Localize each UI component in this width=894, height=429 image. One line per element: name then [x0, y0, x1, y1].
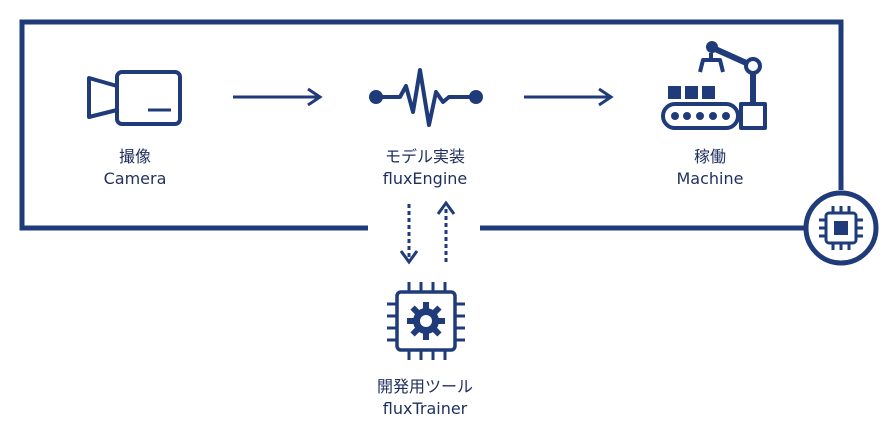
camera-label-en: Camera: [103, 169, 167, 188]
engine-label-en: fluxEngine: [382, 169, 468, 188]
video-camera-icon: [87, 70, 182, 126]
engine-label-jp: モデル実装: [384, 147, 465, 166]
trainer-label-en: fluxTrainer: [382, 399, 468, 418]
machine-label-en: Machine: [676, 169, 744, 188]
trainer-label-jp: 開発用ツール: [376, 377, 473, 396]
arrow-camera-to-engine: [233, 87, 323, 107]
engine-label: モデル実装 fluxEngine: [350, 146, 500, 190]
loop-frame: [19, 19, 844, 231]
machine-label: 稼働 Machine: [645, 146, 775, 190]
arrow-trainer-to-engine: [436, 200, 456, 262]
arrow-engine-to-trainer: [399, 204, 419, 265]
waveform-icon: [369, 68, 483, 127]
camera-label: 撮像 Camera: [70, 146, 200, 190]
frame-left-segment: [19, 19, 844, 231]
arrow-engine-to-machine: [524, 87, 614, 107]
trainer-label: 開発用ツール fluxTrainer: [350, 376, 500, 420]
gear-icon: [407, 302, 445, 340]
camera-label-jp: 撮像: [118, 147, 151, 166]
machine-label-jp: 稼働: [693, 147, 726, 166]
chip-icon: [803, 190, 879, 266]
robot-arm-conveyor-icon: [661, 41, 767, 130]
chip-gear-icon: [387, 282, 465, 360]
chip-pins: [387, 282, 465, 360]
flow-arrows: [233, 87, 614, 265]
